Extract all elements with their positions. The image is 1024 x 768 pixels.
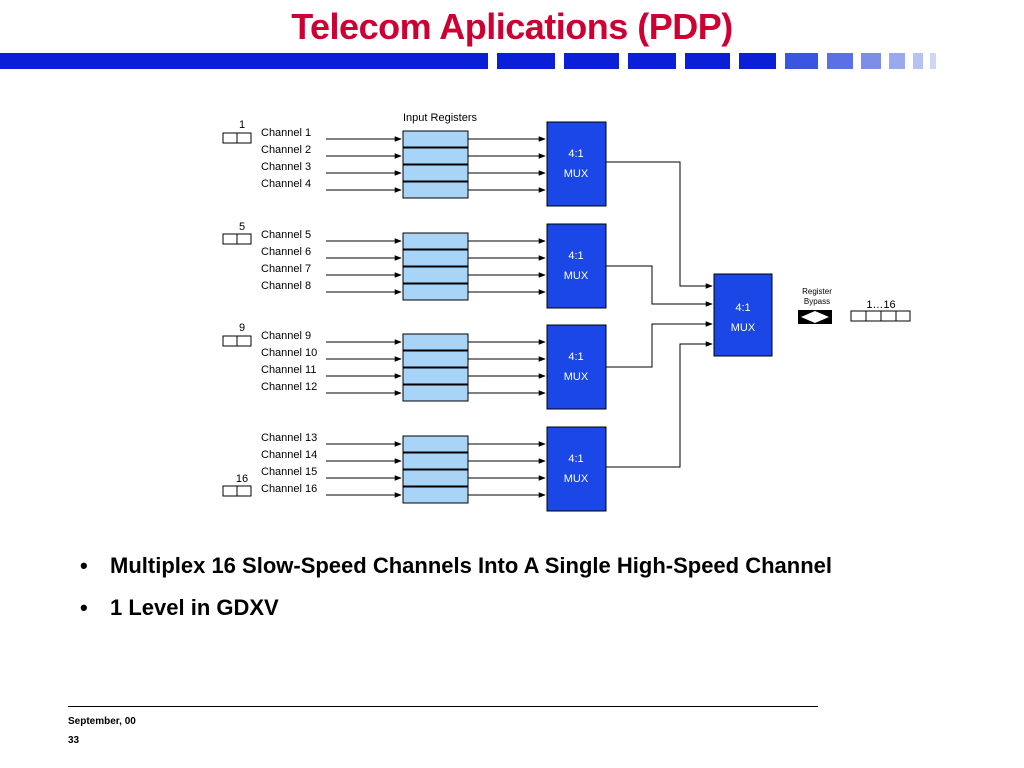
input-register xyxy=(402,384,469,402)
bypass-label: Bypass xyxy=(804,297,830,306)
input-register xyxy=(402,435,469,453)
channel-label: Channel 13 xyxy=(261,432,317,444)
slide-title: Telecom Aplications (PDP) xyxy=(291,6,733,47)
mux-4to1 xyxy=(546,324,607,410)
channel-label: Channel 16 xyxy=(261,483,317,495)
output-label: 1…16 xyxy=(866,299,895,311)
bullet-list: Multiplex 16 Slow-Speed Channels Into A … xyxy=(76,552,876,636)
bypass-right-chevron xyxy=(815,311,829,323)
channel-label: Channel 7 xyxy=(261,263,311,275)
channel-label: Channel 5 xyxy=(261,229,311,241)
mux-label: MUX xyxy=(564,270,589,282)
input-register xyxy=(402,333,469,351)
input-register xyxy=(402,452,469,470)
final-mux-4to1 xyxy=(713,273,773,357)
mux-ratio-label: 4:1 xyxy=(568,250,583,262)
mux-4to1 xyxy=(546,223,607,309)
mux-4to1 xyxy=(546,121,607,207)
mux-ratio-label: 4:1 xyxy=(735,302,750,314)
bullet-item: 1 Level in GDXV xyxy=(76,594,876,621)
mux-label: MUX xyxy=(564,473,589,485)
channel-group-label: 16 xyxy=(236,473,248,485)
input-register xyxy=(402,164,469,182)
mux-connector-arrow xyxy=(606,321,713,368)
channel-label: Channel 2 xyxy=(261,144,311,156)
channel-label: Channel 6 xyxy=(261,246,311,258)
mux-connector-arrow xyxy=(606,265,713,307)
channel-label: Channel 3 xyxy=(261,161,311,173)
channel-label: Channel 4 xyxy=(261,178,311,190)
channel-label: Channel 11 xyxy=(261,364,316,376)
mux-diagram: Input Registers 1 5 9 16 Channel 1 Channel 2 C… xyxy=(222,112,911,512)
input-register xyxy=(402,181,469,199)
input-register xyxy=(402,266,469,284)
mux-label: MUX xyxy=(731,322,756,334)
mux-ratio-label: 4:1 xyxy=(568,453,583,465)
input-register xyxy=(402,367,469,385)
channel-label: Channel 10 xyxy=(261,347,317,359)
title-underline-bar xyxy=(0,53,936,69)
mux-connector-arrow xyxy=(606,341,713,468)
input-register xyxy=(402,469,469,487)
input-register xyxy=(402,130,469,148)
mux-ratio-label: 4:1 xyxy=(568,148,583,160)
input-register xyxy=(402,283,469,301)
bullet-item: Multiplex 16 Slow-Speed Channels Into A … xyxy=(76,552,876,579)
mux-4to1 xyxy=(546,426,607,512)
bypass-left-chevron xyxy=(801,311,815,323)
page-number: 33 xyxy=(68,735,80,746)
input-register xyxy=(402,350,469,368)
mux-label: MUX xyxy=(564,371,589,383)
input-register xyxy=(402,232,469,250)
mux-connector-arrow xyxy=(606,161,713,289)
channel-label: Channel 15 xyxy=(261,466,317,478)
footer-date: September, 00 xyxy=(68,716,136,727)
channel-label: Channel 1 xyxy=(261,127,311,139)
input-registers-label: Input Registers xyxy=(403,112,477,124)
channel-group-label: 5 xyxy=(239,221,245,233)
channel-group-label: 1 xyxy=(239,119,245,131)
channel-group-label: 9 xyxy=(239,322,245,334)
channel-label: Channel 14 xyxy=(261,449,317,461)
channel-label: Channel 9 xyxy=(261,330,311,342)
channel-label: Channel 8 xyxy=(261,280,311,292)
mux-label: MUX xyxy=(564,168,589,180)
input-register xyxy=(402,249,469,267)
input-register xyxy=(402,486,469,504)
input-register xyxy=(402,147,469,165)
bypass-label: Register xyxy=(802,287,832,296)
footer-divider xyxy=(68,706,818,707)
channel-label: Channel 12 xyxy=(261,381,317,393)
mux-ratio-label: 4:1 xyxy=(568,351,583,363)
